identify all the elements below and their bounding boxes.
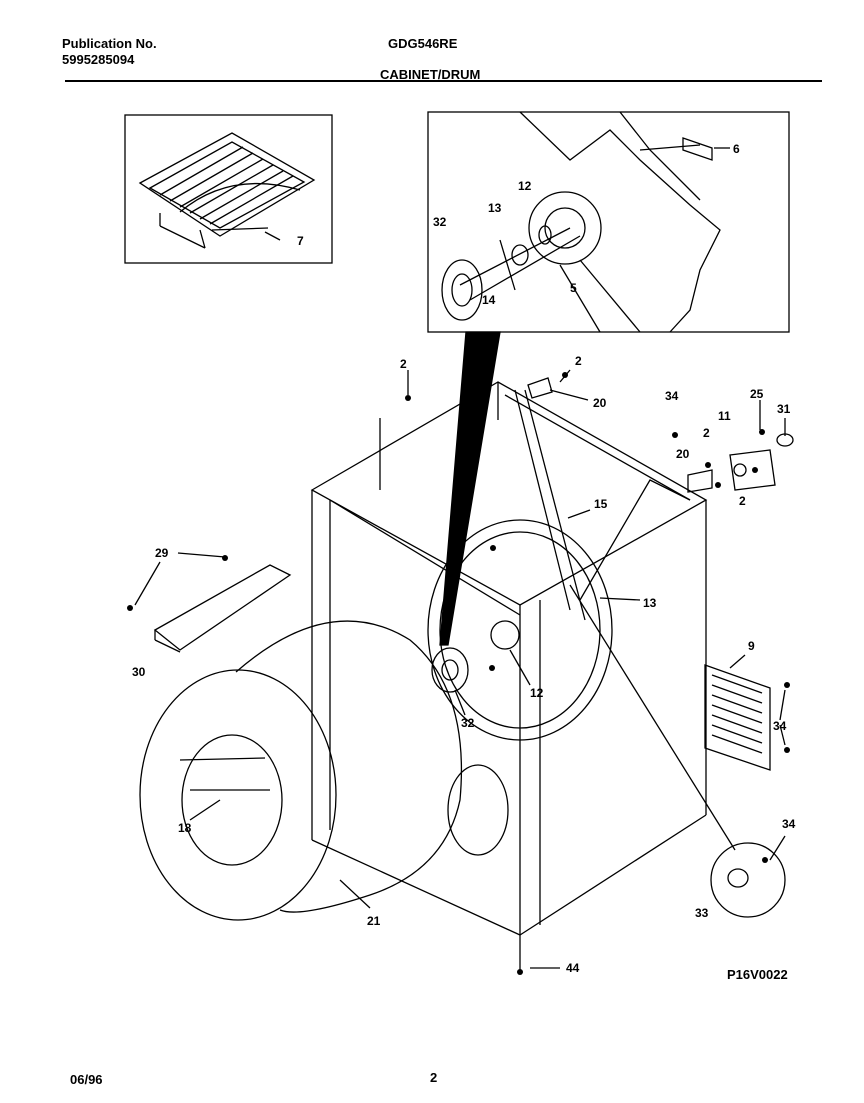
foot-pointer-line (569, 584, 736, 851)
callout-7: 7 (297, 234, 304, 248)
drum (139, 620, 463, 921)
bearing-inset-frame (427, 111, 790, 333)
callout-2-c: 2 (703, 426, 710, 440)
callout-2-d: 2 (739, 494, 746, 508)
callout-12-b: 12 (518, 179, 532, 193)
exhaust-opening (447, 764, 509, 856)
callout-5: 5 (570, 281, 577, 295)
top-handle (153, 564, 292, 653)
callout-25: 25 (750, 387, 764, 401)
drying-rack-drawing (138, 132, 316, 249)
callout-13-b: 13 (488, 201, 502, 215)
model-number: GDG546RE (388, 36, 458, 51)
callout-30: 30 (132, 665, 146, 679)
section-title: CABINET/DRUM (380, 67, 481, 82)
cabinet-frame (310, 381, 708, 936)
rack-inset-frame (124, 114, 333, 264)
callout-32-a: 32 (461, 716, 475, 730)
callout-12-a: 12 (530, 686, 544, 700)
door-switch-assembly (729, 433, 794, 491)
callout-34-c: 34 (782, 817, 796, 831)
callout-15: 15 (594, 497, 608, 511)
inset-pointer-beam (439, 331, 501, 646)
rear-bulkhead (427, 519, 613, 741)
callout-31: 31 (777, 402, 791, 416)
callout-20-a: 20 (593, 396, 607, 410)
callout-29: 29 (155, 546, 169, 560)
fastener-dots (127, 372, 790, 975)
callout-34-b: 34 (773, 719, 787, 733)
bracket-20-right (687, 469, 713, 493)
callout-32-b: 32 (433, 215, 447, 229)
callout-2-b: 2 (575, 354, 582, 368)
publication-number: 5995285094 (62, 52, 135, 67)
callout-labels: 2 2 20 34 25 11 31 2 20 2 15 13 29 30 12… (132, 142, 796, 975)
callout-44: 44 (566, 961, 580, 975)
drum-rear-bearing-drawing (441, 111, 721, 333)
page-number: 2 (430, 1070, 438, 1085)
callout-13-a: 13 (643, 596, 657, 610)
callout-20-b: 20 (676, 447, 690, 461)
foot-inset-circle (710, 842, 786, 918)
callout-11: 11 (718, 409, 731, 423)
callout-9: 9 (748, 639, 755, 653)
callout-21: 21 (367, 914, 381, 928)
header-rule (65, 80, 822, 82)
callout-34-a: 34 (665, 389, 679, 403)
bracket-20-top (527, 377, 553, 399)
callout-2-a: 2 (400, 357, 407, 371)
drum-bearing (431, 647, 469, 693)
rear-grille (704, 664, 771, 771)
callout-6: 6 (733, 142, 740, 156)
footer-date: 06/96 (70, 1072, 103, 1087)
callout-33: 33 (695, 906, 709, 920)
publication-label: Publication No. (62, 36, 157, 51)
callout-18: 18 (178, 821, 192, 835)
callout-14: 14 (482, 293, 496, 307)
drawing-id: P16V0022 (727, 967, 788, 982)
